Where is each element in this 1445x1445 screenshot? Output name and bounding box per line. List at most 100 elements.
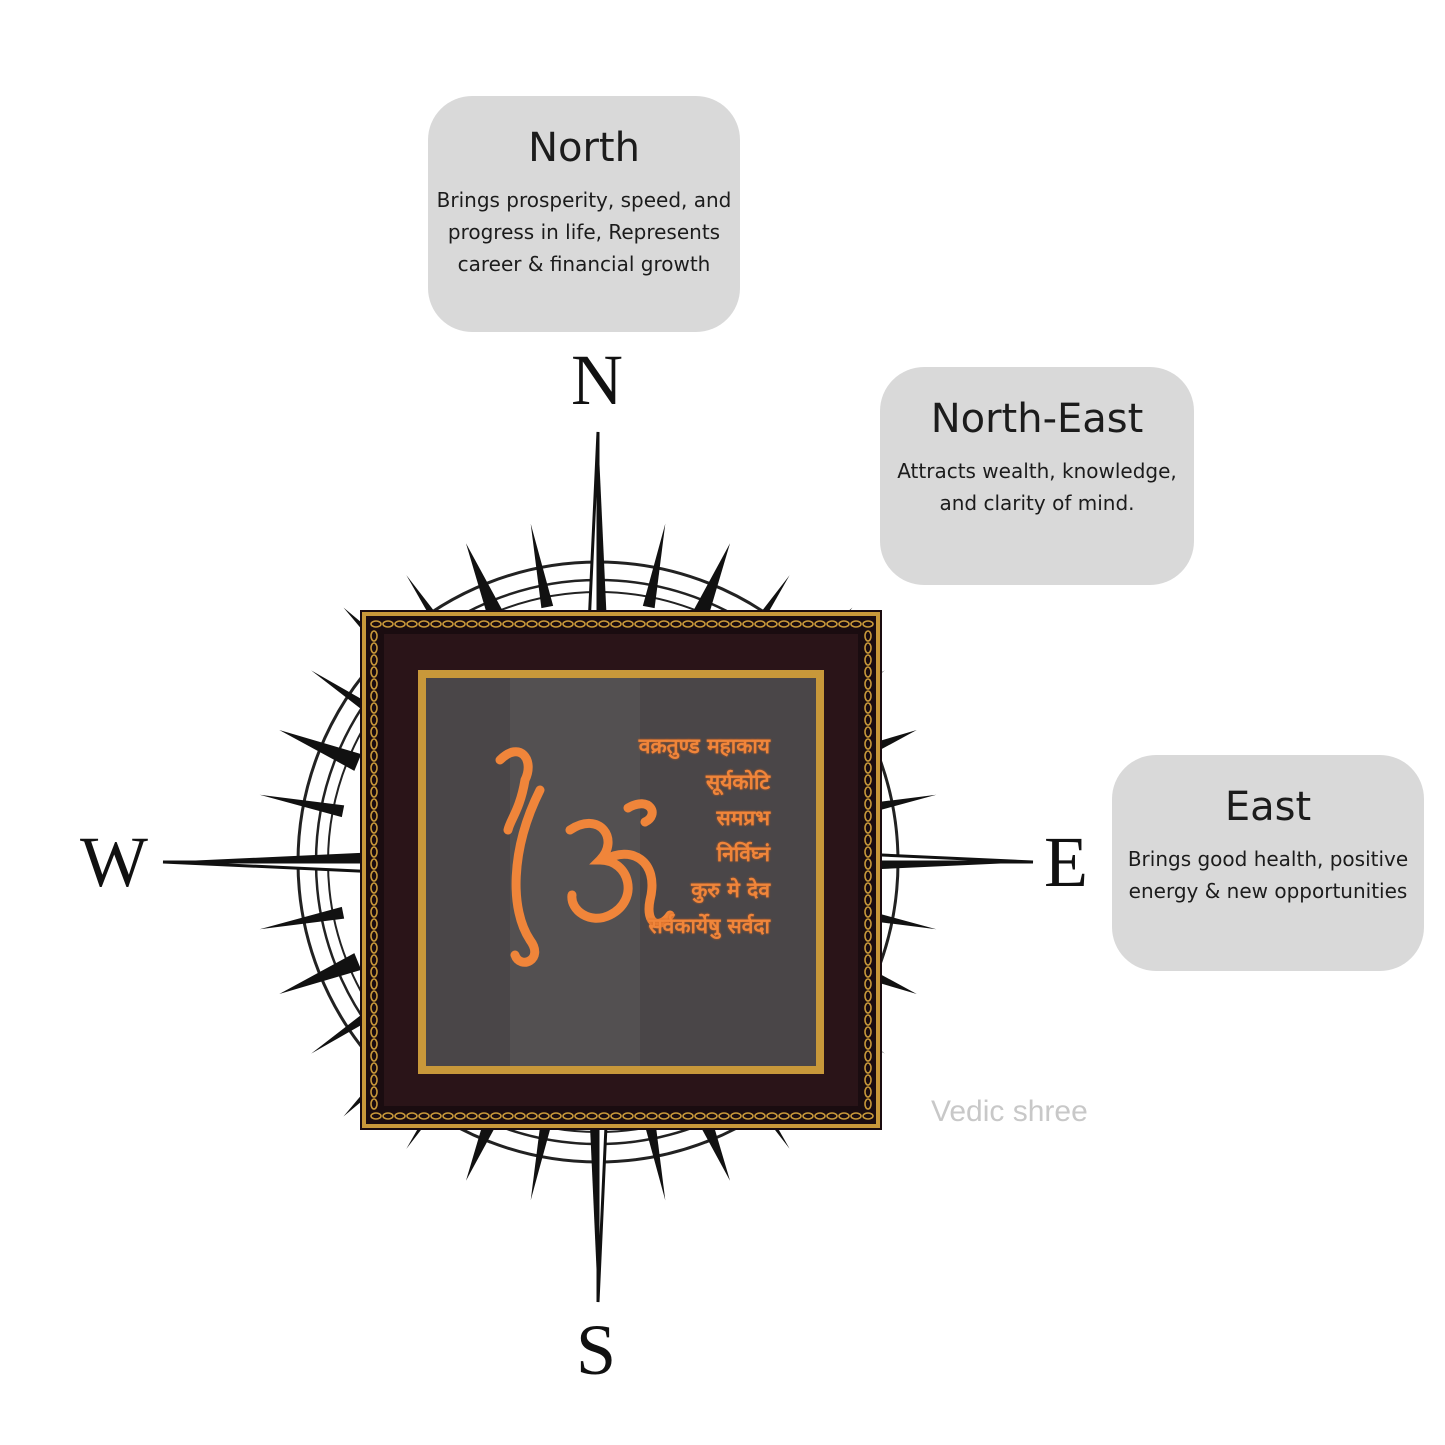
- frame-bead: [814, 1112, 826, 1120]
- frame-bead: [538, 620, 550, 628]
- frame-bead: [682, 1112, 694, 1120]
- om-symbol: [495, 747, 675, 967]
- frame-bead: [730, 1112, 742, 1120]
- frame-bead: [864, 738, 872, 750]
- mantra-line: सूर्यकोटि: [706, 770, 770, 794]
- frame-bead: [478, 620, 490, 628]
- frame-bead: [370, 1026, 378, 1038]
- frame-bead: [864, 798, 872, 810]
- frame-bead: [864, 1098, 872, 1110]
- frame-bead: [370, 966, 378, 978]
- frame-bead: [370, 942, 378, 954]
- compass-spike: [279, 729, 362, 771]
- frame-bead: [864, 954, 872, 966]
- frame-bead: [730, 620, 742, 628]
- compass-label-west: W: [80, 822, 148, 902]
- mantra-line: निर्विघ्नं: [716, 842, 770, 866]
- frame-bead: [370, 1038, 378, 1050]
- frame-bead: [514, 620, 526, 628]
- frame-gold-band: [362, 612, 880, 1128]
- frame-bead: [864, 1074, 872, 1086]
- card-title: North: [528, 125, 640, 171]
- north-info-card: North Brings prosperity, speed, and prog…: [428, 96, 740, 332]
- frame-bead: [864, 690, 872, 702]
- frame-bead: [394, 620, 406, 628]
- frame-bead: [370, 894, 378, 906]
- frame-bead: [370, 918, 378, 930]
- frame-bead: [370, 1098, 378, 1110]
- frame-bead: [370, 882, 378, 894]
- card-description: Brings prosperity, speed, and progress i…: [436, 188, 732, 276]
- frame-bead: [370, 1014, 378, 1026]
- frame-bead: [454, 620, 466, 628]
- frame-bead: [370, 930, 378, 942]
- frame-bead: [646, 620, 658, 628]
- mantra-line: वक्रतुण्ड महाकाय: [638, 734, 770, 758]
- frame-bead: [406, 1112, 418, 1120]
- frame-bead: [778, 620, 790, 628]
- frame-bead: [742, 1112, 754, 1120]
- frame-bead: [370, 774, 378, 786]
- frame-bead: [370, 642, 378, 654]
- frame-bead: [864, 978, 872, 990]
- frame-bead: [598, 620, 610, 628]
- compass-spike: [642, 523, 666, 609]
- frame-bead: [766, 1112, 778, 1120]
- frame-bead: [864, 1026, 872, 1038]
- frame-bead: [370, 954, 378, 966]
- frame-bead: [370, 738, 378, 750]
- frame-bead: [586, 620, 598, 628]
- frame-bead: [864, 906, 872, 918]
- frame-bead: [370, 620, 382, 628]
- frame-bead: [574, 1112, 586, 1120]
- compass-label-south: S: [576, 1310, 617, 1390]
- frame-bead: [826, 620, 838, 628]
- frame-bead: [370, 822, 378, 834]
- east-info-card: East Brings good health, positive energy…: [1112, 755, 1424, 971]
- frame-bead: [670, 620, 682, 628]
- frame-bead: [778, 1112, 790, 1120]
- frame-bead: [526, 1112, 538, 1120]
- frame-bead: [694, 620, 706, 628]
- frame-bead: [622, 620, 634, 628]
- frame-bead: [454, 1112, 466, 1120]
- frame-bead: [864, 666, 872, 678]
- card-title: East: [1224, 784, 1312, 830]
- frame-bead: [864, 822, 872, 834]
- frame-bead: [862, 1112, 874, 1120]
- frame-bead: [670, 1112, 682, 1120]
- frame-bead: [864, 846, 872, 858]
- frame-bead: [864, 1086, 872, 1098]
- frame-bead: [864, 642, 872, 654]
- frame-bead: [538, 1112, 550, 1120]
- frame-bead: [634, 1112, 646, 1120]
- card-title: North-East: [930, 396, 1144, 442]
- compass-label-north: N: [571, 340, 623, 420]
- frame-bead: [430, 1112, 442, 1120]
- compass-label-east: E: [1044, 822, 1088, 902]
- frame-bead: [864, 990, 872, 1002]
- frame-bead: [370, 810, 378, 822]
- frame-bead: [418, 620, 430, 628]
- frame-bead: [370, 978, 378, 990]
- frame-bead: [864, 1002, 872, 1014]
- frame-bead: [466, 620, 478, 628]
- frame-bead: [706, 620, 718, 628]
- frame-bead: [838, 1112, 850, 1120]
- frame-bead: [864, 870, 872, 882]
- frame-bead: [658, 620, 670, 628]
- frame-bead: [864, 918, 872, 930]
- frame-bead: [718, 620, 730, 628]
- frame-bead: [550, 620, 562, 628]
- frame-bead: [370, 690, 378, 702]
- frame-bead: [370, 786, 378, 798]
- mantra-line: समप्रभ: [716, 806, 770, 830]
- frame-bead: [370, 714, 378, 726]
- frame-bead: [514, 1112, 526, 1120]
- frame-bead: [742, 620, 754, 628]
- compass-spike: [530, 523, 554, 609]
- mantra-line: कुरु मे देव: [691, 878, 770, 902]
- northeast-info-card: North-East Attracts wealth, knowledge, a…: [880, 367, 1194, 585]
- card-description: Brings good health, positive energy & ne…: [1127, 847, 1409, 903]
- frame-bead: [370, 702, 378, 714]
